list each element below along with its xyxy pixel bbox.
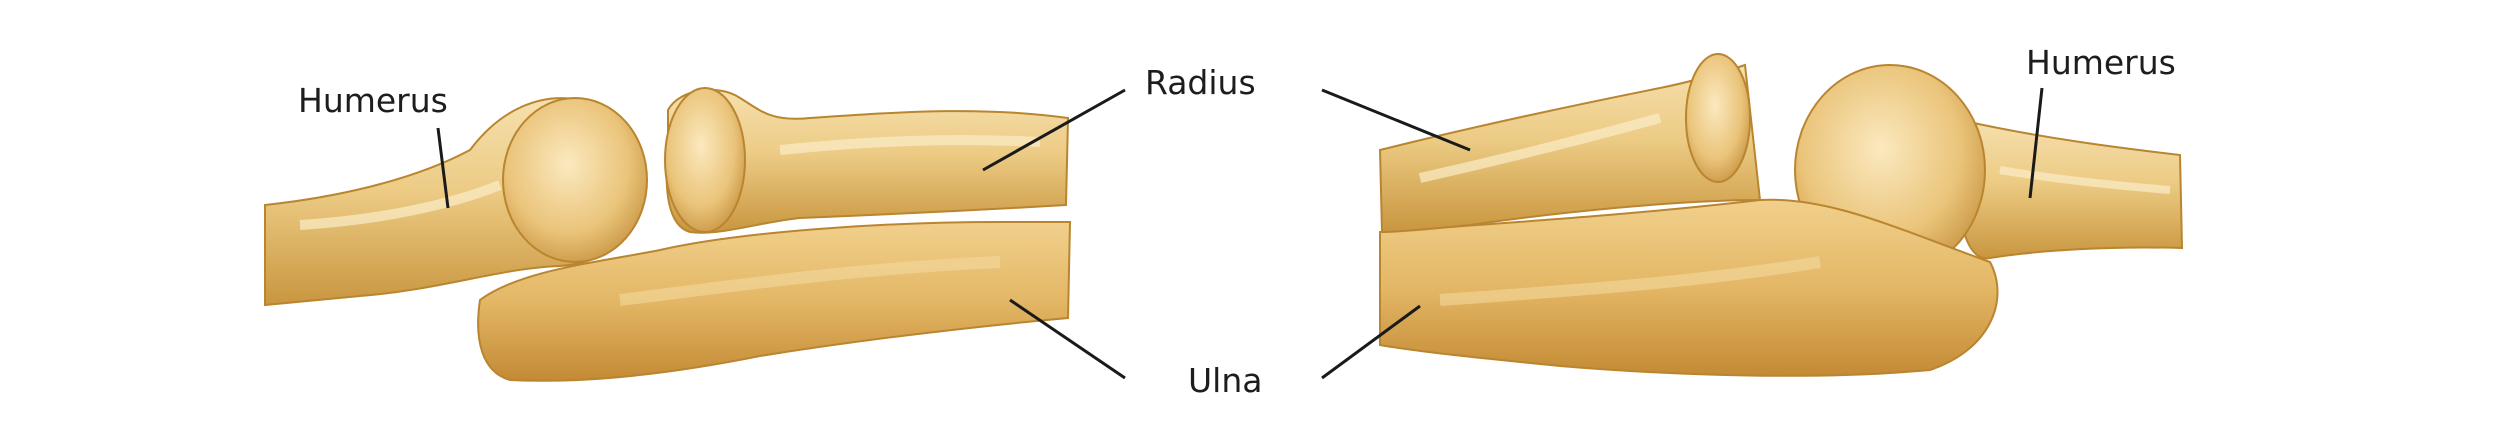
left-humerus-condyle <box>502 97 648 263</box>
right-humerus-bone <box>1959 118 2184 260</box>
right-elbow-view <box>1378 53 2184 377</box>
leader-radius-left <box>982 88 1126 172</box>
label-ulna: Ulna <box>1188 361 1263 400</box>
right-ulna-bone <box>1379 198 1999 377</box>
leader-left-humerus <box>436 127 450 209</box>
leader-radius-right <box>1321 88 1471 152</box>
right-radius-head <box>1685 53 1751 183</box>
right-radius-bone <box>1378 63 1762 234</box>
leader-right-humerus <box>2028 87 2044 199</box>
label-radius: Radius <box>1145 63 1256 102</box>
left-radius-head <box>664 87 746 233</box>
leader-ulna-right <box>1321 304 1421 380</box>
left-elbow-view <box>264 87 1072 382</box>
left-radius-bone <box>665 88 1070 234</box>
leader-lines <box>436 87 2044 380</box>
label-left-humerus: Humerus <box>298 81 448 120</box>
label-right-humerus: Humerus <box>2026 43 2176 82</box>
leader-ulna-left <box>1009 298 1126 380</box>
